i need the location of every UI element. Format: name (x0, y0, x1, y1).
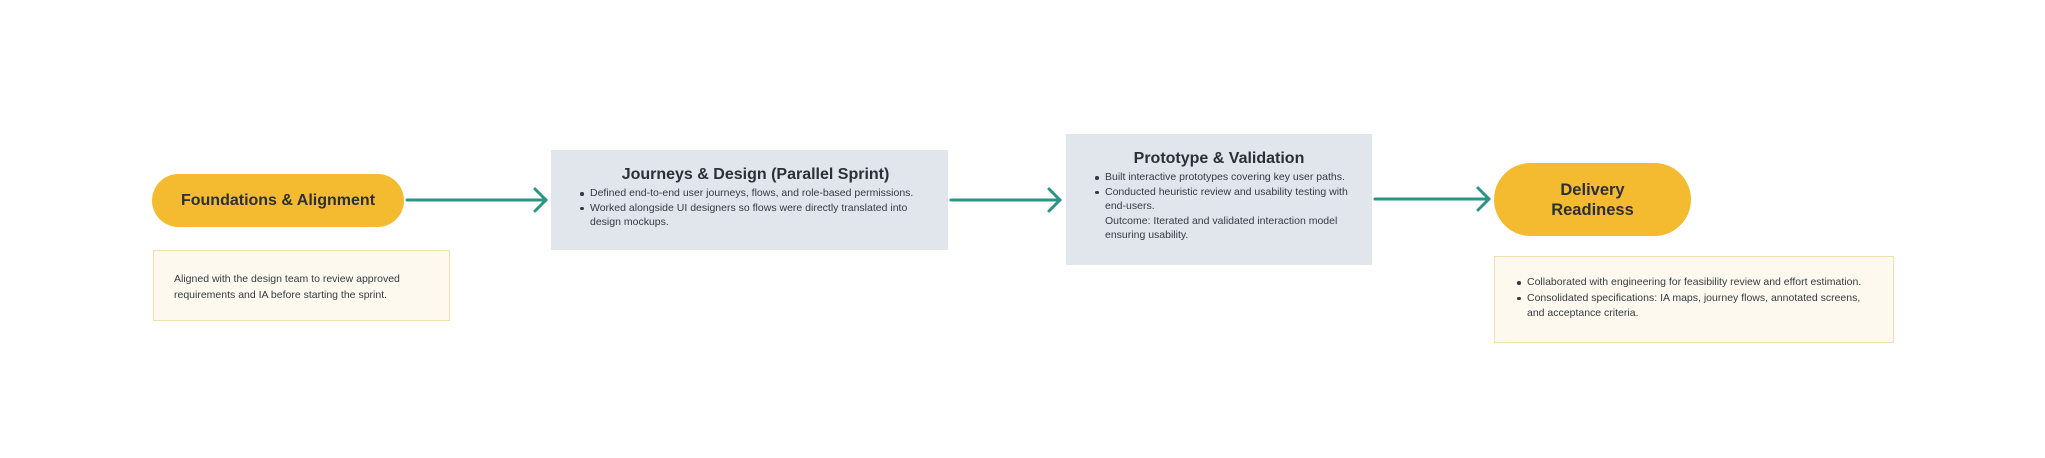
node-delivery-readiness[interactable]: Delivery Readiness (1494, 163, 1691, 236)
note-foundations: Aligned with the design team to review a… (153, 250, 450, 321)
list-item: Conducted heuristic review and usability… (1095, 185, 1360, 214)
note-delivery: Collaborated with engineering for feasib… (1494, 256, 1894, 343)
note-delivery-bullets: Collaborated with engineering for feasib… (1517, 275, 1875, 322)
node-prototype-bullets: Built interactive prototypes covering ke… (1092, 170, 1360, 243)
note-foundations-text: Aligned with the design team to review a… (174, 273, 400, 301)
node-foundations-alignment[interactable]: Foundations & Alignment (152, 174, 404, 227)
arrow-journeys-to-prototype (949, 187, 1062, 213)
node-delivery-label: Delivery Readiness (1551, 180, 1634, 219)
node-prototype-validation[interactable]: Prototype & Validation Built interactive… (1066, 134, 1372, 265)
arrow-foundations-to-journeys (405, 187, 548, 213)
list-item: Collaborated with engineering for feasib… (1517, 275, 1875, 291)
list-item: Consolidated specifications: IA maps, jo… (1517, 291, 1875, 322)
list-item: Defined end-to-end user journeys, flows,… (580, 186, 934, 201)
node-prototype-outcome: Outcome: Iterated and validated interact… (1105, 214, 1338, 242)
node-prototype-title: Prototype & Validation (1133, 150, 1305, 167)
list-item: Worked alongside UI designers so flows w… (580, 201, 934, 230)
node-foundations-label: Foundations & Alignment (180, 191, 376, 209)
node-journeys-bullets: Defined end-to-end user journeys, flows,… (577, 186, 934, 230)
arrow-prototype-to-delivery (1373, 186, 1491, 212)
list-item: Built interactive prototypes covering ke… (1095, 170, 1360, 185)
node-journeys-design[interactable]: Journeys & Design (Parallel Sprint) Defi… (551, 150, 948, 250)
node-journeys-title: Journeys & Design (Parallel Sprint) (621, 166, 890, 183)
